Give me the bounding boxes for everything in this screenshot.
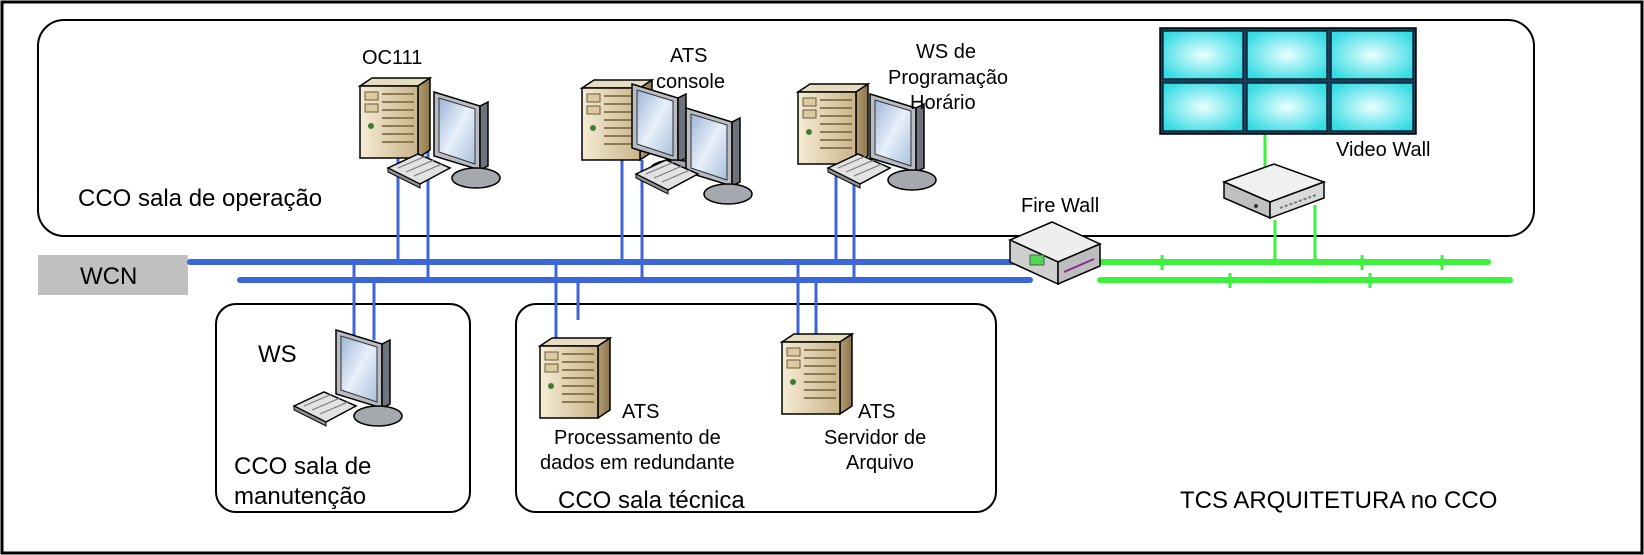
ats-processing-server — [539, 337, 611, 419]
technical-room-box — [515, 303, 997, 513]
firewall-icon — [1008, 221, 1102, 286]
server-tower-icon — [781, 333, 853, 415]
wcn-label: WCN — [80, 263, 137, 290]
maintenance-room-label-line1: CCO sala de — [234, 453, 371, 480]
ws-programacao-label-line1: WS de — [916, 41, 976, 63]
ats-processing-label-line3: dados em redundante — [540, 452, 735, 474]
ws-programacao-label-line2: Programação — [888, 67, 1008, 89]
ats-file-server-label-line1: ATS — [858, 401, 895, 423]
oc111-label: OC111 — [362, 47, 422, 69]
wcn-label-box — [38, 255, 188, 295]
ats-processing-label-line1: ATS — [622, 401, 659, 423]
maintenance-room-label-line2: manutenção — [234, 483, 366, 510]
ats-console-label-line2: console — [656, 71, 725, 93]
video-controller-icon — [1221, 163, 1327, 220]
technical-room-label: CCO sala técnica — [558, 487, 745, 514]
video-wall-icon — [1159, 27, 1417, 135]
server-tower-icon — [539, 337, 611, 419]
ats-console-label-line1: ATS — [670, 45, 707, 67]
video-wall-label: Video Wall — [1336, 139, 1431, 161]
ats-file-server-label-line2: Servidor de — [824, 427, 926, 449]
footer-title: TCS ARQUITETURA no CCO — [1180, 487, 1497, 514]
ws-programacao-label-line3: Horário — [910, 92, 976, 114]
ats-file-server — [781, 333, 853, 415]
server-tower-icon — [797, 83, 869, 165]
firewall-label: Fire Wall — [1021, 195, 1099, 217]
ws-label: WS — [258, 341, 297, 368]
ats-processing-label-line2: Processamento de — [554, 427, 721, 449]
green-bus-taps — [1160, 255, 1444, 288]
ats-file-server-label-line3: Arquivo — [846, 452, 914, 474]
operation-room-label: CCO sala de operação — [78, 185, 322, 212]
server-tower-icon — [359, 77, 431, 159]
